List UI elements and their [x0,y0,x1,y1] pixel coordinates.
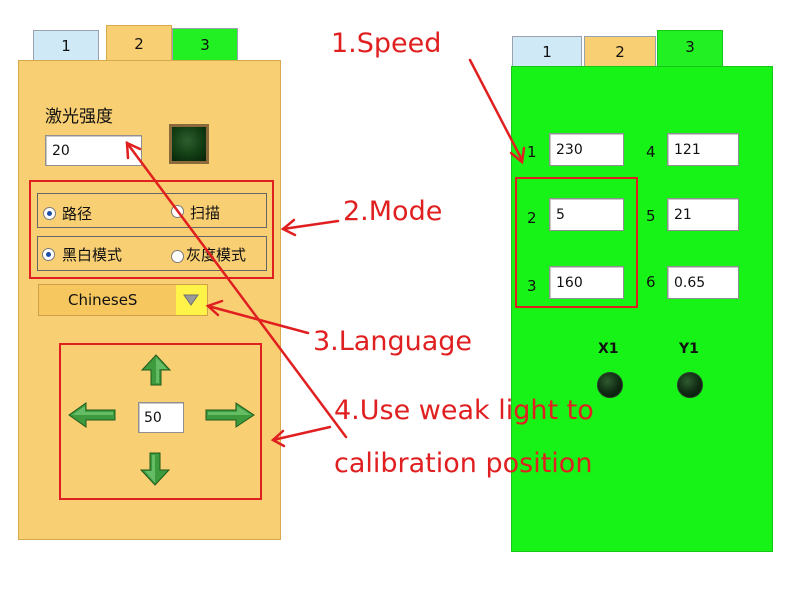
y1-label: Y1 [679,341,699,357]
laser-power-label: 激光强度 [45,107,113,127]
field-1-input[interactable]: 230 [549,133,624,166]
right-tab-2[interactable]: 2 [584,36,656,67]
field-index-6: 6 [646,273,656,291]
arrow-down-icon[interactable] [140,452,170,486]
arrow-left-icon[interactable] [68,402,116,428]
speed-highlight-box [515,177,638,308]
mode-highlight-box [29,180,274,279]
annotation-speed: 1.Speed [331,28,442,59]
annotation-calibration-line1: 4.Use weak light to [334,395,594,426]
annotation-mode: 2.Mode [343,196,443,227]
right-tab-1[interactable]: 1 [512,36,582,67]
dropdown-arrow-button[interactable] [176,285,207,315]
mode-group-path-scan [37,193,267,228]
mode-group-color [37,236,267,271]
radio-bw-mode-label: 黑白模式 [62,246,123,264]
field-6-input[interactable]: 0.65 [667,266,739,299]
radio-grayscale-mode-label: 灰度模式 [186,246,247,264]
field-index-5: 5 [646,207,656,225]
field-index-4: 4 [646,143,656,161]
annotation-language: 3.Language [313,326,473,357]
left-tab-1[interactable]: 1 [33,30,99,61]
annotation-calibration-line2: calibration position [334,448,593,479]
x1-indicator-light [597,372,623,398]
arrow-up-icon[interactable] [141,354,171,386]
laser-indicator-square [169,124,209,164]
radio-path[interactable] [43,207,56,220]
laser-power-input[interactable]: 20 [45,135,142,166]
field-2-input[interactable]: 5 [549,198,624,231]
field-index-2: 2 [527,209,537,227]
step-value-input[interactable]: 50 [138,402,184,433]
arrow-right-icon[interactable] [205,402,255,428]
left-tab-3[interactable]: 3 [172,28,238,61]
calibration-highlight-box [59,343,262,500]
field-index-3: 3 [527,277,537,295]
radio-path-label: 路径 [62,205,93,223]
y1-indicator-light [677,372,703,398]
x1-label: X1 [598,341,619,357]
radio-grayscale-mode[interactable] [171,250,184,263]
field-4-input[interactable]: 121 [667,133,739,166]
radio-scan-label: 扫描 [190,204,221,222]
left-tab-2[interactable]: 2 [106,25,172,61]
calibration-arrow-power [125,141,348,439]
language-dropdown[interactable]: ChineseS [38,284,208,316]
chevron-down-icon [183,294,199,306]
mode-arrow [281,219,340,231]
field-index-1: 1 [527,143,537,161]
right-tab-3[interactable]: 3 [657,30,723,67]
calibration-arrow-position [271,425,332,442]
field-3-input[interactable]: 160 [549,266,624,299]
language-value: ChineseS [68,291,138,309]
radio-bw-mode[interactable] [42,248,55,261]
speed-arrow [468,58,524,162]
field-5-input[interactable]: 21 [667,198,739,231]
